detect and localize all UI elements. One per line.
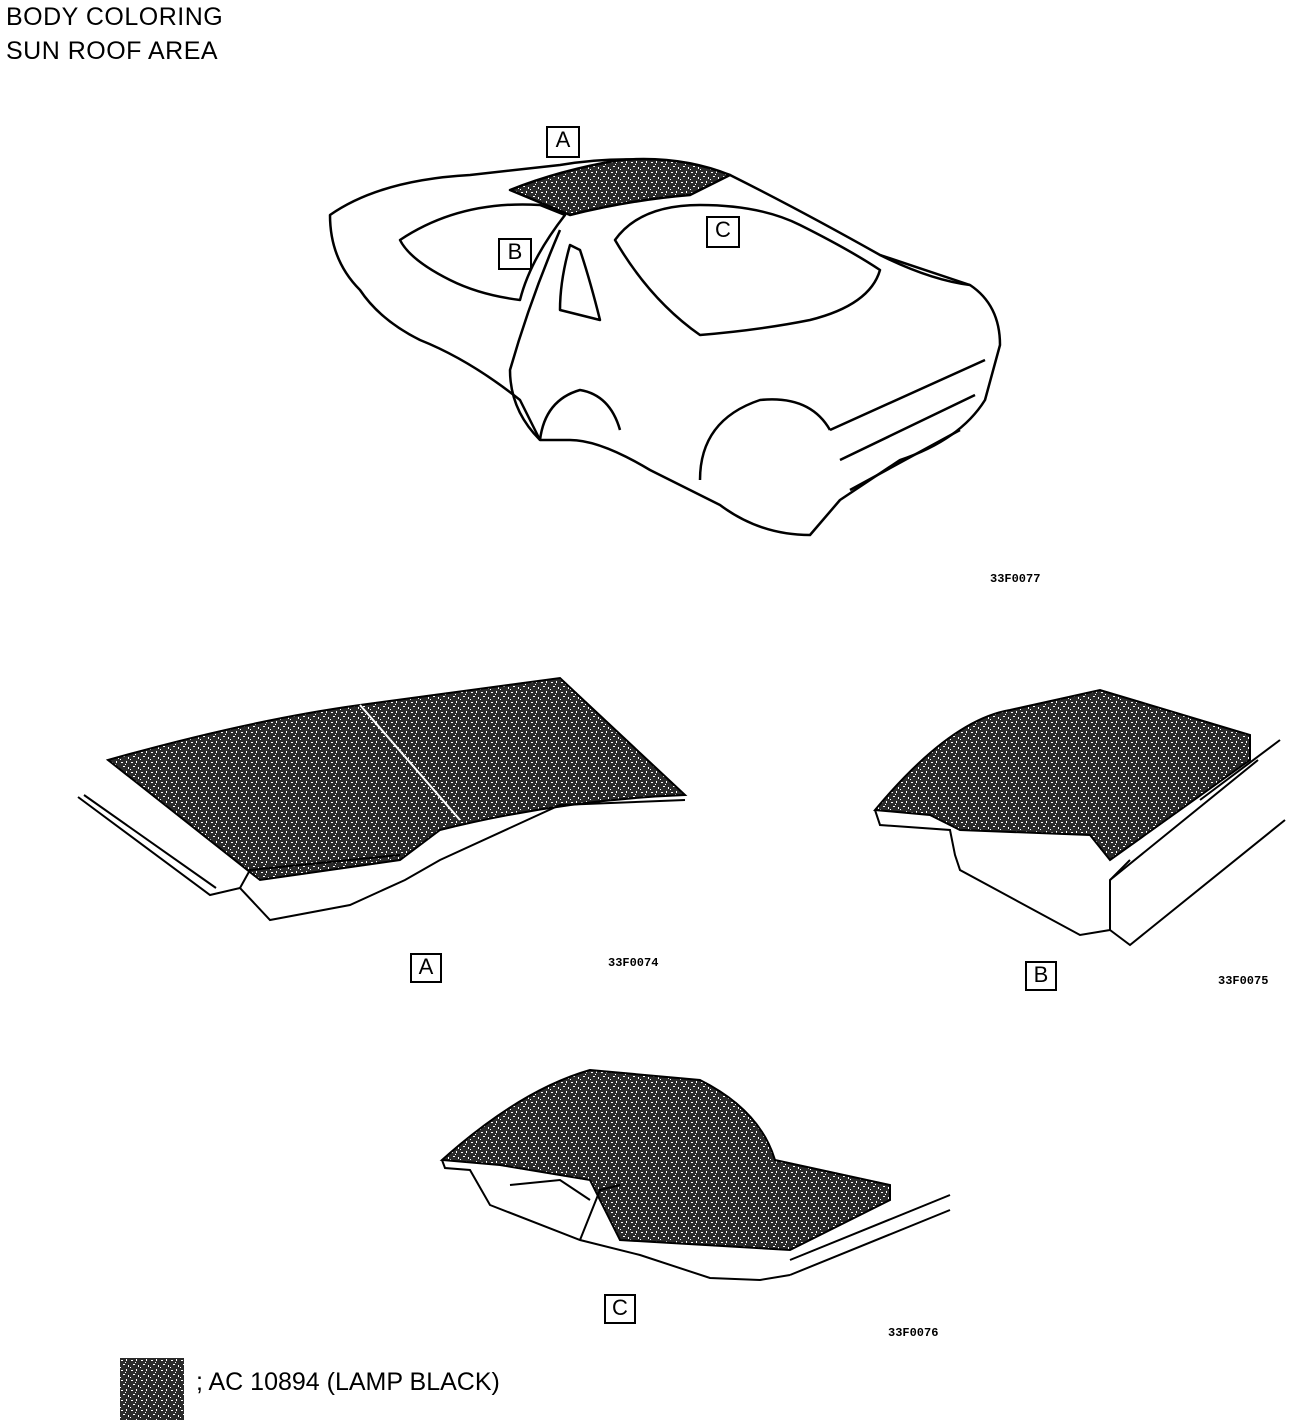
figure-code-overview: 33F0077 [990,572,1041,586]
callout-a-detail: A [410,953,442,983]
title-line-1: BODY COLORING [6,3,224,31]
callout-a-overview: A [546,126,580,158]
callout-b-overview: B [498,238,532,270]
callout-c-detail: C [604,1294,636,1324]
callout-c-overview: C [706,216,740,248]
legend-swatch [120,1358,184,1420]
figure-code-detail-c: 33F0076 [888,1326,939,1340]
car-body-overview-drawing [328,157,1002,537]
figure-code-detail-b: 33F0075 [1218,974,1269,988]
title-line-2: SUN ROOF AREA [6,37,219,65]
figure-code-detail-a: 33F0074 [608,956,659,970]
callout-b-detail: B [1025,961,1057,991]
legend-text: ; AC 10894 (LAMP BLACK) [196,1368,500,1396]
